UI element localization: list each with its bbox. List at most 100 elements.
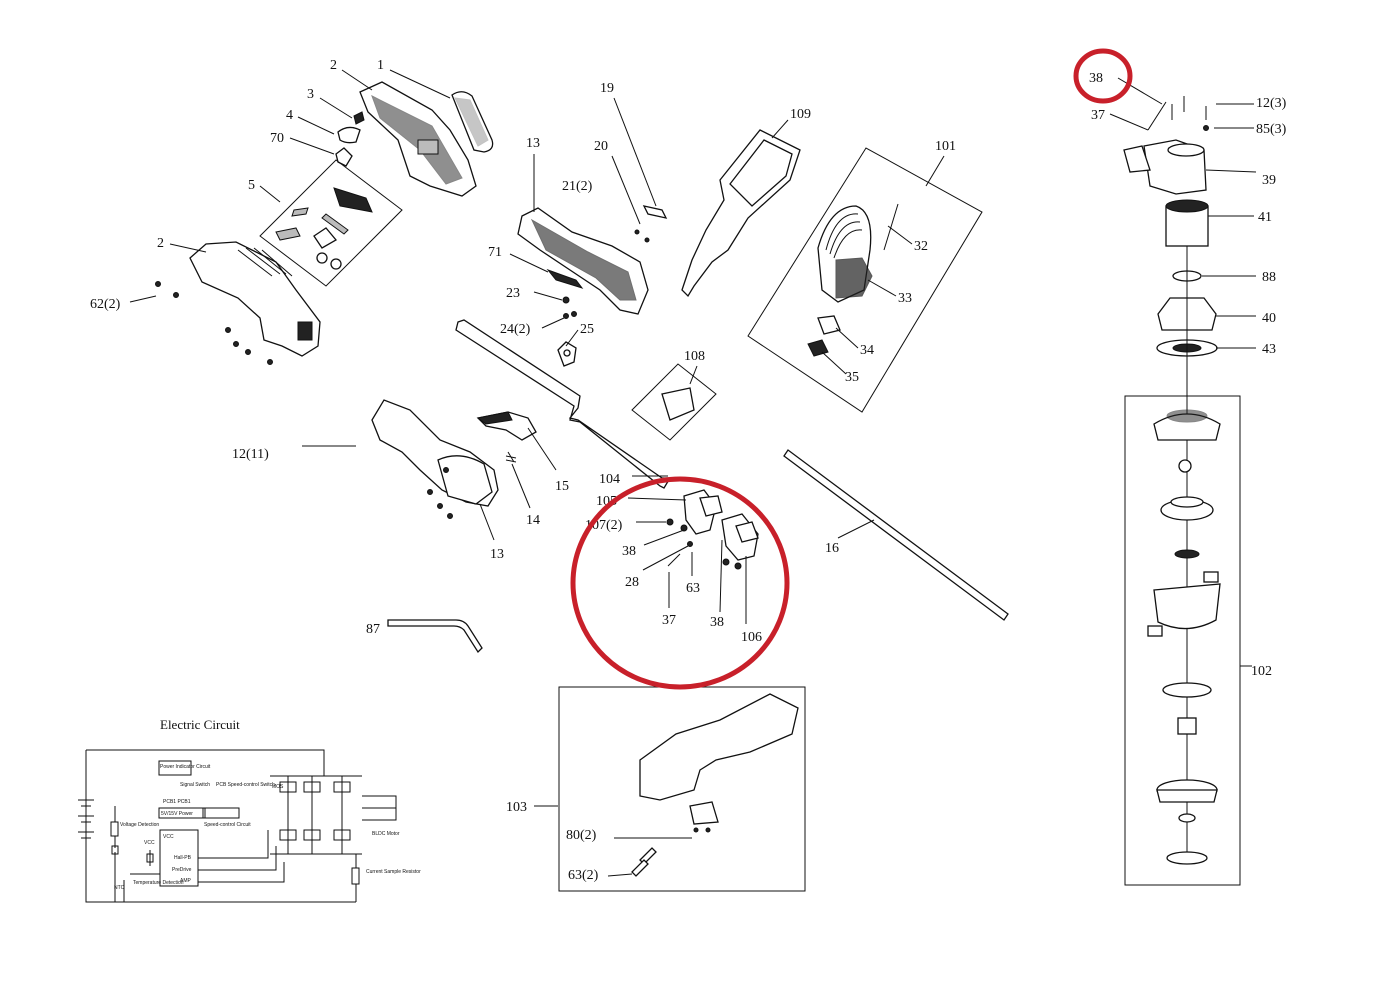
label-part-101: 101	[935, 139, 956, 154]
part-102-spool-head-box	[1124, 395, 1241, 886]
label-part-43: 43	[1262, 342, 1276, 357]
circuit-vcc: VCC	[144, 840, 155, 846]
label-part-24: 24(2)	[500, 322, 531, 337]
circuit-mcu-hall: Hall-PB	[174, 855, 192, 861]
label-part-21: 21(2)	[562, 179, 593, 194]
label-part-37-a: 37	[662, 613, 676, 628]
part-109-guard	[681, 129, 801, 298]
circuit-mcu-vcc: VCC	[163, 834, 174, 840]
circuit-bldc-motor: BLDC Motor	[372, 831, 400, 837]
highlight-circle-top-right	[1073, 48, 1133, 104]
circuit-ntc: NTC	[114, 885, 125, 891]
label-part-103: 103	[506, 800, 527, 815]
label-part-2-lower: 2	[157, 236, 164, 251]
part-106-clamp	[721, 513, 759, 561]
circuit-signal-switch: Signal Switch	[180, 782, 210, 788]
label-part-23: 23	[506, 286, 520, 301]
leader-lines	[129, 69, 1257, 877]
part-12-85-screws	[1147, 96, 1209, 131]
label-part-71: 71	[488, 245, 502, 260]
circuit-title: Electric Circuit	[160, 717, 240, 732]
label-part-62: 62(2)	[90, 297, 121, 312]
part-41-motor	[1165, 199, 1209, 262]
part-14-spring	[505, 451, 517, 463]
label-part-87: 87	[366, 622, 380, 637]
label-part-34: 34	[860, 343, 874, 358]
circuit-speed-control-circuit: Speed-control Circuit	[204, 822, 251, 828]
battery-symbol	[78, 799, 94, 839]
label-part-12-3: 12(3)	[1256, 96, 1287, 111]
part-25-bracket	[557, 341, 577, 367]
part-1-handle-cap	[451, 91, 494, 153]
label-part-19: 19	[600, 81, 614, 96]
circuit-voltage-detection: Voltage Detection	[120, 822, 159, 828]
electric-circuit: Electric Circuit Power Indicator Circuit…	[78, 717, 421, 903]
part-62-screws	[155, 281, 273, 365]
part-number-labels: 1 2 3 4 70 5 2 62(2) 13 19 20 21(2) 71 2…	[90, 58, 1287, 883]
label-part-2-upper: 2	[330, 58, 337, 73]
label-part-16: 16	[825, 541, 839, 556]
circuit-pcb1: PCB1 PCB1	[163, 799, 191, 805]
label-part-80: 80(2)	[566, 828, 597, 843]
part-105-clamp	[683, 489, 723, 535]
part-15-trigger	[476, 411, 537, 441]
part-23-screw	[562, 296, 570, 304]
label-part-3: 3	[307, 87, 314, 102]
label-part-39: 39	[1262, 173, 1276, 188]
label-part-14: 14	[526, 513, 540, 528]
label-part-88: 88	[1262, 270, 1276, 285]
label-part-5: 5	[248, 178, 255, 193]
part-3-screw	[353, 111, 365, 125]
part-87-hex-key	[387, 619, 483, 654]
part-103-guard-box	[558, 686, 806, 892]
label-part-4: 4	[286, 108, 293, 123]
part-13-motor-housing	[371, 399, 499, 519]
part-19-clip	[642, 205, 668, 219]
label-part-63-a: 63	[686, 581, 700, 596]
part-71-switch	[546, 268, 584, 289]
mos-bridge: MOS BLDC Motor Current Sample Resistor	[198, 775, 421, 902]
label-part-35: 35	[845, 370, 859, 385]
circuit-speed-switch: PCB Speed-control Switch	[216, 782, 275, 788]
label-part-38-a: 38	[622, 544, 636, 559]
label-part-102: 102	[1251, 664, 1272, 679]
label-part-13-lower: 13	[490, 547, 504, 562]
label-part-33: 33	[898, 291, 912, 306]
part-108-bracket-box	[631, 363, 717, 441]
part-70-button	[335, 147, 353, 167]
part-24-nuts	[563, 311, 577, 319]
label-part-38-c: 38	[1089, 71, 1103, 86]
circuit-temperature: Temperature Detection	[133, 880, 184, 886]
label-part-13-upper: 13	[526, 136, 540, 151]
part-101-coil-box	[747, 147, 983, 413]
label-part-108: 108	[684, 349, 705, 364]
circuit-power-indicator: Power Indicator Circuit	[160, 764, 211, 770]
clamp-screws	[666, 518, 742, 570]
label-part-15: 15	[555, 479, 569, 494]
label-part-70: 70	[270, 131, 284, 146]
part-21-screws	[634, 229, 650, 243]
label-part-25: 25	[580, 322, 594, 337]
part-16-shaft	[783, 449, 1009, 621]
label-part-38-b: 38	[710, 615, 724, 630]
label-part-63-b: 63(2)	[568, 868, 599, 883]
highlight-circle-center	[570, 476, 790, 690]
label-part-40: 40	[1262, 311, 1276, 326]
circuit-power: 5V/15V Power	[161, 811, 193, 817]
label-part-1: 1	[377, 58, 384, 73]
label-part-37-b: 37	[1091, 108, 1105, 123]
highlight-annotations	[570, 48, 1133, 690]
label-part-109: 109	[790, 107, 811, 122]
circuit-mos-label: MOS	[272, 784, 284, 790]
part-39-motor-housing-top	[1123, 139, 1207, 195]
part-2-handle-housing-upper	[359, 81, 477, 197]
label-part-28: 28	[625, 575, 639, 590]
part-4-lever	[337, 126, 361, 144]
label-part-85: 85(3)	[1256, 122, 1287, 137]
label-part-32: 32	[914, 239, 928, 254]
label-part-41: 41	[1258, 210, 1272, 225]
part-13-switch-housing	[517, 207, 649, 315]
part-2-handle-housing-lower	[189, 241, 321, 357]
label-part-106: 106	[741, 630, 762, 645]
